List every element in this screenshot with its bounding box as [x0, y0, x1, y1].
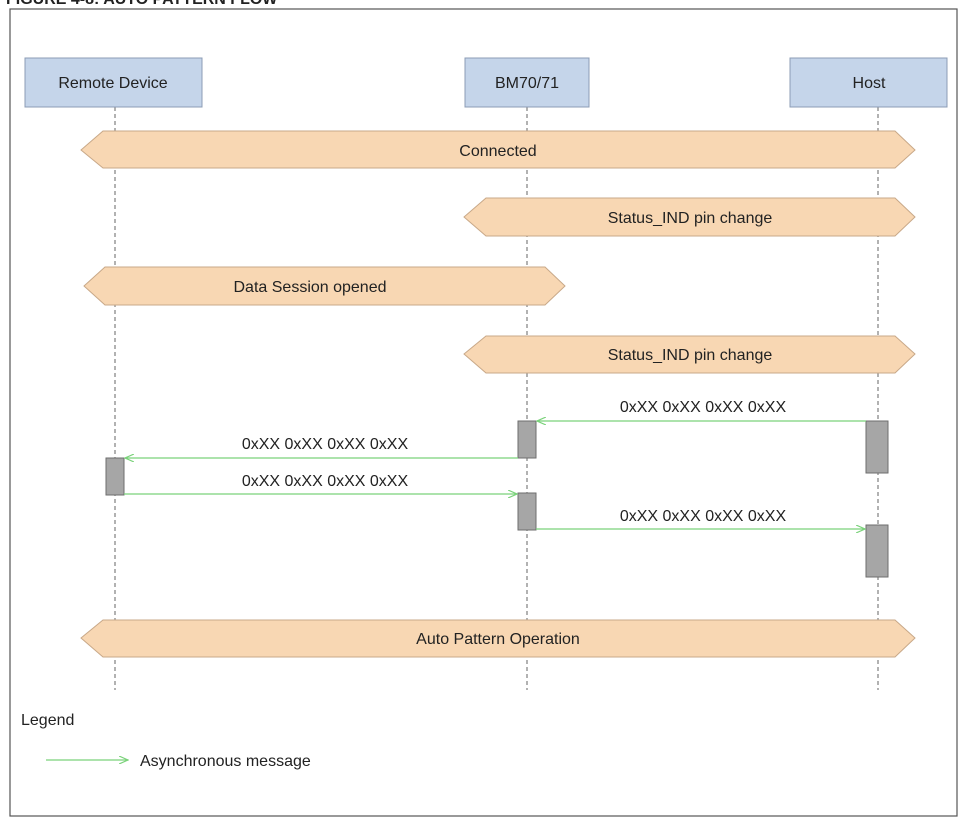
message-host-to-bm70: 0xXX 0xXX 0xXX 0xXX: [537, 399, 866, 421]
legend-title: Legend: [21, 712, 74, 729]
message-remote-to-bm70: 0xXX 0xXX 0xXX 0xXX: [124, 473, 517, 494]
banner-shape: [463, 197, 916, 237]
message-label: 0xXX 0xXX 0xXX 0xXX: [620, 508, 787, 525]
banner-status-ind-2: Status_IND pin change: [463, 335, 916, 374]
message-label: 0xXX 0xXX 0xXX 0xXX: [242, 473, 409, 490]
activation-host-2: [865, 524, 889, 578]
banner-data-session: Data Session opened: [83, 266, 566, 306]
banner-auto-pattern: Auto Pattern Operation: [80, 619, 916, 658]
participant-box: [789, 57, 948, 108]
banner-shape: [463, 335, 916, 374]
activation-bm70-1: [517, 420, 537, 459]
participant-label: BM70/71: [495, 75, 559, 92]
participant-host: Host: [789, 57, 948, 108]
activation-bm70-2: [517, 492, 537, 531]
participant-bm70-71: BM70/71: [464, 57, 590, 108]
diagram-frame: [9, 8, 958, 817]
participant-box: [464, 57, 590, 108]
message-bm70-to-remote: 0xXX 0xXX 0xXX 0xXX: [125, 436, 518, 458]
activation-remote-1: [105, 457, 125, 496]
banner-shape: [80, 619, 916, 658]
participant-label: Host: [853, 75, 886, 92]
banner-label: Connected: [459, 143, 536, 160]
legend-async-label: Asynchronous message: [140, 753, 311, 770]
banner-shape: [83, 266, 566, 306]
participant-label: Remote Device: [58, 75, 167, 92]
banner-label: Status_IND pin change: [608, 210, 773, 227]
banner-connected: Connected: [80, 130, 916, 169]
banner-shape: [80, 130, 916, 169]
figure-caption: FIGURE 4-8: AUTO PATTERN FLOW: [6, 0, 278, 8]
banner-label: Auto Pattern Operation: [416, 631, 580, 648]
message-bm70-to-host: 0xXX 0xXX 0xXX 0xXX: [536, 508, 865, 529]
banner-label: Data Session opened: [234, 279, 387, 296]
activation-host-1: [865, 420, 889, 474]
participant-box: [24, 57, 203, 108]
legend: Legend Asynchronous message: [21, 712, 311, 770]
message-label: 0xXX 0xXX 0xXX 0xXX: [242, 436, 409, 453]
banner-status-ind-1: Status_IND pin change: [463, 197, 916, 237]
banner-label: Status_IND pin change: [608, 347, 773, 364]
message-label: 0xXX 0xXX 0xXX 0xXX: [620, 399, 787, 416]
participant-remote-device: Remote Device: [24, 57, 203, 108]
